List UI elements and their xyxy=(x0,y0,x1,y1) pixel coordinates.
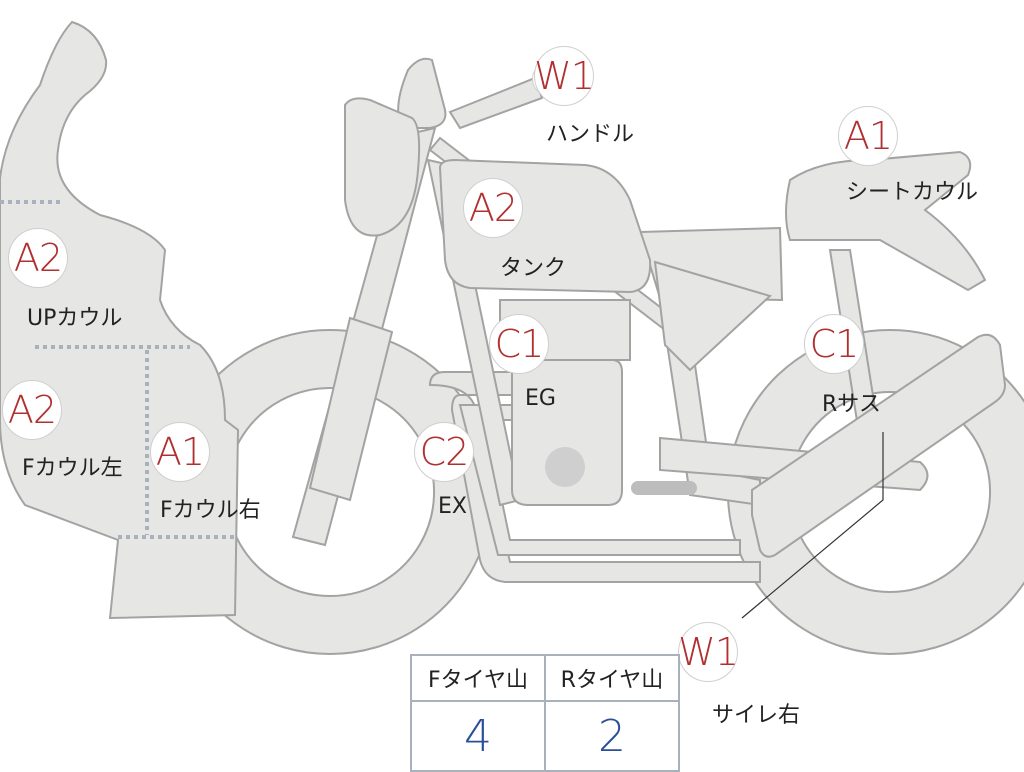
rear-tire-value: 2 xyxy=(544,700,680,772)
f-cowl-right-label: Fカウル右 xyxy=(160,498,261,523)
up-cowl-label: UPカウル xyxy=(27,306,123,331)
tire-tread-table: Fタイヤ山 Rタイヤ山 4 2 xyxy=(410,654,680,772)
muffler-label: サイレ右 xyxy=(712,703,801,728)
front-tire-value: 4 xyxy=(410,700,546,772)
handlebar-grade: W1 xyxy=(534,46,595,106)
mirror xyxy=(397,57,447,129)
handlebar xyxy=(448,76,544,130)
headlight xyxy=(344,97,421,237)
rear-suspension-marker: C1 xyxy=(804,314,864,374)
seat-cowl-marker: A1 xyxy=(838,106,898,166)
rear-suspension-label: Rサス xyxy=(822,392,881,417)
muffler-leader-line xyxy=(741,432,884,619)
side-cover xyxy=(653,260,772,372)
seat-cowl-grade: A1 xyxy=(838,106,898,166)
muffler xyxy=(751,333,1007,558)
engine-block xyxy=(511,359,623,506)
engine-label: EG xyxy=(525,386,556,411)
f-cowl-left-label: Fカウル左 xyxy=(22,456,123,481)
tank-grade: A2 xyxy=(463,178,523,238)
front-tire-header: Fタイヤ山 xyxy=(410,654,546,702)
f-cowl-left-grade: A2 xyxy=(2,380,62,440)
exhaust-grade: C2 xyxy=(414,422,474,482)
f-cowl-left-marker: A2 xyxy=(2,380,62,440)
fork-guard xyxy=(308,316,394,502)
tank-marker: A2 xyxy=(463,178,523,238)
seat-cowl-label: シートカウル xyxy=(846,180,979,205)
exhaust-label: EX xyxy=(438,494,467,519)
engine-marker: C1 xyxy=(489,314,549,374)
muffler-marker: W1 xyxy=(678,622,739,682)
handlebar-marker: W1 P1 xyxy=(532,46,595,106)
rear-suspension-grade: C1 xyxy=(804,314,864,374)
up-cowl-marker: A2 xyxy=(8,228,68,288)
handlebar-label: ハンドル xyxy=(546,122,635,147)
engine-cover xyxy=(545,447,585,487)
f-cowl-right-marker: A1 xyxy=(150,422,210,482)
muffler-grade: W1 xyxy=(678,622,739,682)
up-cowl-grade: A2 xyxy=(8,228,68,288)
engine-grade: C1 xyxy=(489,314,549,374)
f-cowl-right-grade: A1 xyxy=(150,422,210,482)
rear-tire-header: Rタイヤ山 xyxy=(544,654,680,702)
seat-cowl xyxy=(785,150,987,292)
tank-label: タンク xyxy=(500,256,567,281)
exhaust-marker: C2 xyxy=(414,422,474,482)
